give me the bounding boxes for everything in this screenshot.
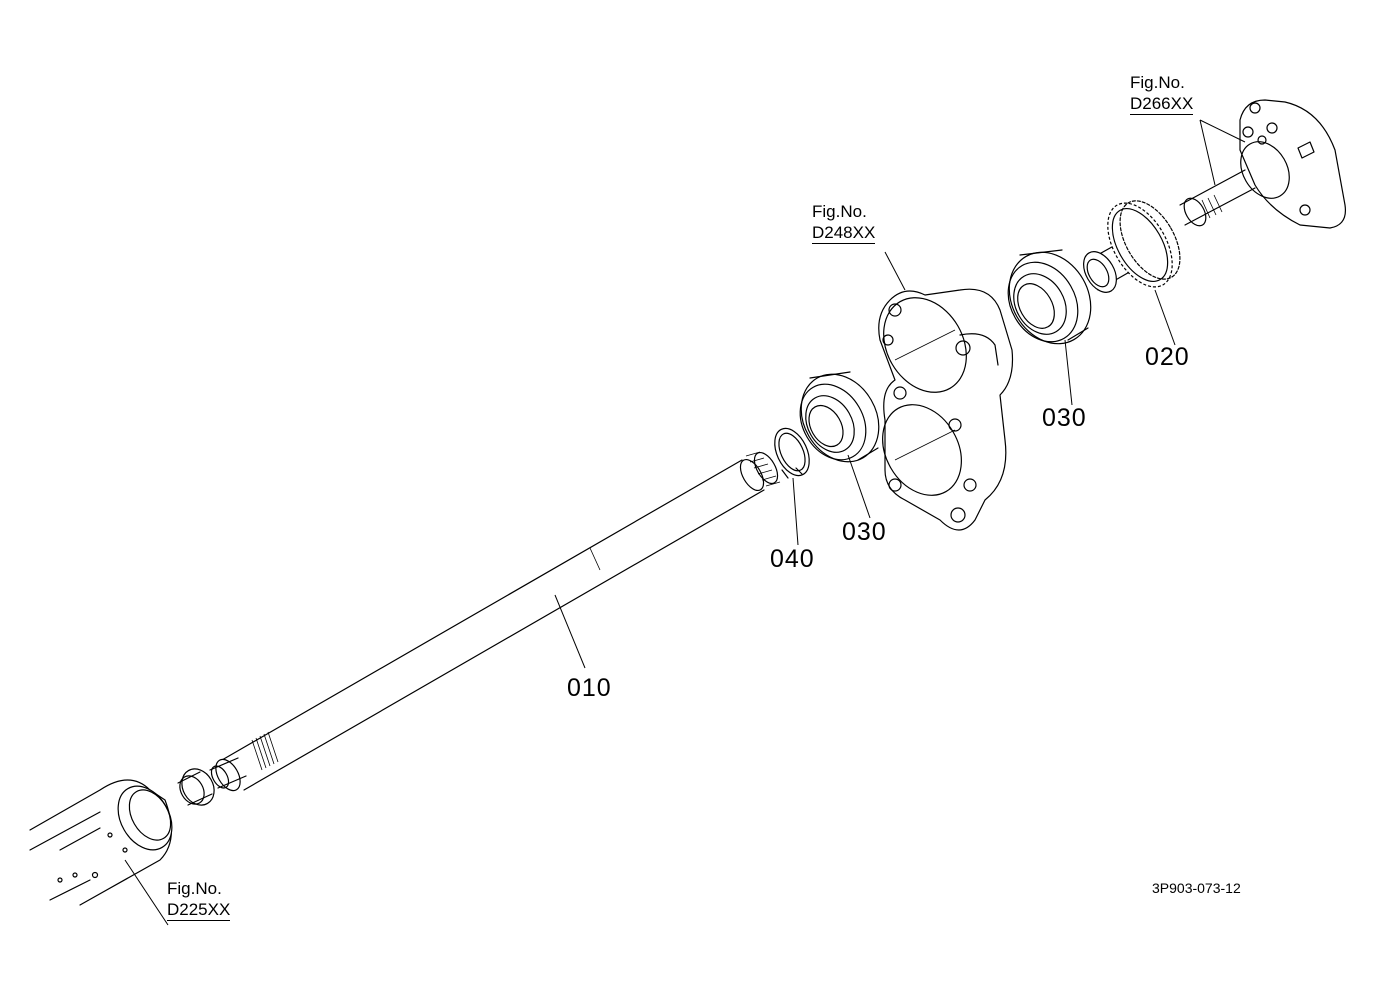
figure-ref-d225[interactable]: Fig.No. D225XX bbox=[167, 879, 231, 921]
figure-ref-caption: Fig.No. bbox=[812, 202, 867, 221]
figure-ref-code: D248XX bbox=[812, 223, 876, 244]
output-housing-d266[interactable] bbox=[1179, 99, 1347, 229]
leader-lines bbox=[124, 119, 1246, 926]
collar[interactable] bbox=[175, 763, 221, 811]
snap-ring-040[interactable] bbox=[768, 423, 816, 481]
housing-d225[interactable] bbox=[29, 777, 183, 906]
figure-ref-caption: Fig.No. bbox=[1130, 73, 1185, 92]
part-label-040[interactable]: 040 bbox=[770, 545, 815, 573]
part-label-030-left[interactable]: 030 bbox=[842, 518, 887, 546]
figure-ref-d266[interactable]: Fig.No. D266XX bbox=[1130, 73, 1194, 115]
figure-ref-caption: Fig.No. bbox=[167, 879, 222, 898]
shaft-010[interactable] bbox=[208, 449, 782, 795]
bearing-030-left[interactable] bbox=[786, 360, 894, 476]
part-label-020[interactable]: 020 bbox=[1145, 343, 1190, 371]
drawing-number: 3P903-073-12 bbox=[1152, 880, 1241, 896]
figure-ref-d248[interactable]: Fig.No. D248XX bbox=[812, 202, 876, 244]
gear-case-d248[interactable] bbox=[867, 283, 1014, 531]
part-label-030-right[interactable]: 030 bbox=[1042, 404, 1087, 432]
gear-020[interactable] bbox=[1077, 191, 1192, 298]
figure-ref-code: D225XX bbox=[167, 900, 231, 921]
part-label-010[interactable]: 010 bbox=[567, 674, 612, 702]
bearing-030-right[interactable] bbox=[993, 237, 1107, 358]
figure-ref-code: D266XX bbox=[1130, 94, 1194, 115]
